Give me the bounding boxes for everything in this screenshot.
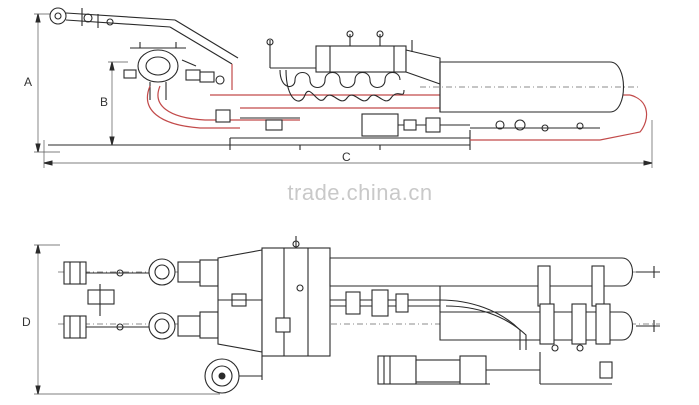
long-cylinder-tank — [420, 61, 640, 113]
base-frame — [48, 130, 471, 150]
motor-pump-unit — [377, 352, 613, 385]
pump-section — [215, 109, 600, 137]
dimension-line-d — [34, 244, 220, 395]
wheel — [204, 356, 263, 394]
side-elevation-view — [34, 7, 653, 168]
dimension-a-label: A — [24, 75, 33, 89]
dimension-c-label: C — [342, 150, 351, 164]
round-vessels — [148, 258, 219, 340]
dimension-line-c — [43, 120, 653, 168]
upper-long-tank — [329, 257, 660, 307]
lower-long-tank — [439, 303, 660, 345]
separator-vessel — [123, 42, 225, 100]
left-filter-assembly — [63, 261, 150, 339]
serpentine-coil — [270, 67, 412, 102]
dimension-line-b — [108, 61, 128, 146]
upper-drum — [266, 30, 441, 85]
dimension-b-label: B — [100, 95, 109, 109]
dimension-d-label: D — [22, 315, 31, 329]
plan-view — [34, 236, 660, 395]
inclined-feed-arm — [49, 7, 239, 65]
dimension-line-a — [34, 13, 60, 153]
central-manifold — [217, 236, 331, 357]
cross-piping — [330, 286, 584, 352]
watermark-text: trade.china.cn — [287, 180, 433, 205]
